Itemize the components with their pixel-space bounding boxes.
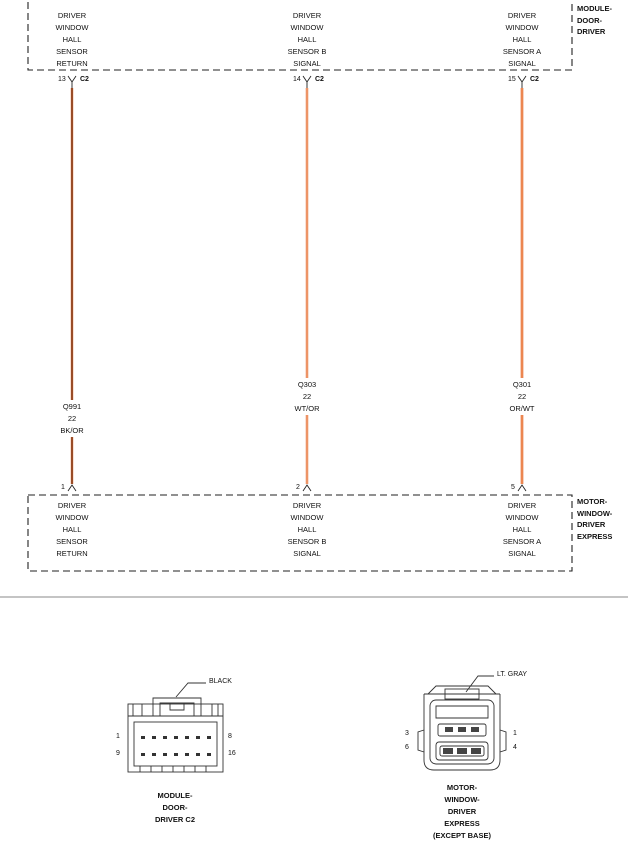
bottom-pin-function-2: DRIVER WINDOW HALL SENSOR B SIGNAL [287, 501, 327, 558]
motor-color-label: LT. GRAY [497, 671, 528, 678]
connector-c2-pins [141, 736, 211, 756]
wire-label-q303: Q303 22 WT/OR [294, 380, 320, 413]
bottom-pin-function-1: DRIVER WINDOW HALL SENSOR RETURN [55, 501, 89, 558]
bottom-pin-number-5: 5 [511, 484, 515, 491]
top-pin-number-15: 15 [508, 76, 516, 83]
c2-pin-label-8: 8 [228, 733, 232, 740]
motor-caption: MOTOR- WINDOW- DRIVER EXPRESS (EXCEPT BA… [433, 783, 491, 840]
top-pin-symbol-15 [517, 75, 527, 88]
wire-label-q991: Q991 22 BK/OR [60, 402, 84, 435]
motor-pin-label-4: 4 [513, 744, 517, 751]
top-pin-number-14: 14 [293, 76, 301, 83]
bottom-pin-number-2: 2 [296, 484, 300, 491]
top-pin-function-13: DRIVER WINDOW HALL SENSOR RETURN [55, 11, 89, 68]
module-name-line: MODULE- [577, 4, 612, 13]
top-connector-id-15: C2 [530, 76, 539, 83]
bottom-module-name: MOTOR- WINDOW- DRIVER EXPRESS [577, 497, 613, 541]
wire-label-q301: Q301 22 OR/WT [509, 380, 535, 413]
c2-pin-label-9: 9 [116, 750, 120, 757]
bottom-pin-number-1: 1 [61, 484, 65, 491]
motor-pin-label-6: 6 [405, 744, 409, 751]
top-pin-function-14: DRIVER WINDOW HALL SENSOR B SIGNAL [287, 11, 327, 68]
c2-caption: MODULE- DOOR- DRIVER C2 [154, 791, 195, 824]
top-module-name: MODULE- DOOR- DRIVER [577, 3, 612, 38]
bottom-module-outline [27, 494, 573, 572]
top-pin-number-13: 13 [58, 76, 66, 83]
top-pin-function-15: DRIVER WINDOW HALL SENSOR A SIGNAL [502, 11, 542, 68]
connector-motor-pins [443, 727, 481, 754]
bottom-pin-symbol-1 [67, 484, 77, 492]
top-connector-id-13: C2 [80, 76, 89, 83]
bottom-pin-function-5: DRIVER WINDOW HALL SENSOR A SIGNAL [502, 501, 542, 558]
module-name-line: DOOR- [577, 15, 602, 25]
top-module-outline [27, 2, 573, 71]
motor-pin-label-1: 1 [513, 730, 517, 737]
bottom-pin-symbol-2 [302, 484, 312, 492]
c2-pin-label-1: 1 [116, 733, 120, 740]
top-pin-symbol-14 [302, 75, 312, 88]
motor-pin-label-3: 3 [405, 730, 409, 737]
c2-color-label: BLACK [209, 678, 232, 685]
top-connector-id-14: C2 [315, 76, 324, 83]
connector-c2-drawing [127, 682, 224, 773]
c2-pin-label-16: 16 [228, 750, 236, 757]
bottom-pin-symbol-5 [517, 484, 527, 492]
module-name-line: DRIVER [577, 27, 606, 36]
connector-motor-drawing [417, 675, 507, 771]
top-pin-symbol-13 [67, 75, 77, 88]
